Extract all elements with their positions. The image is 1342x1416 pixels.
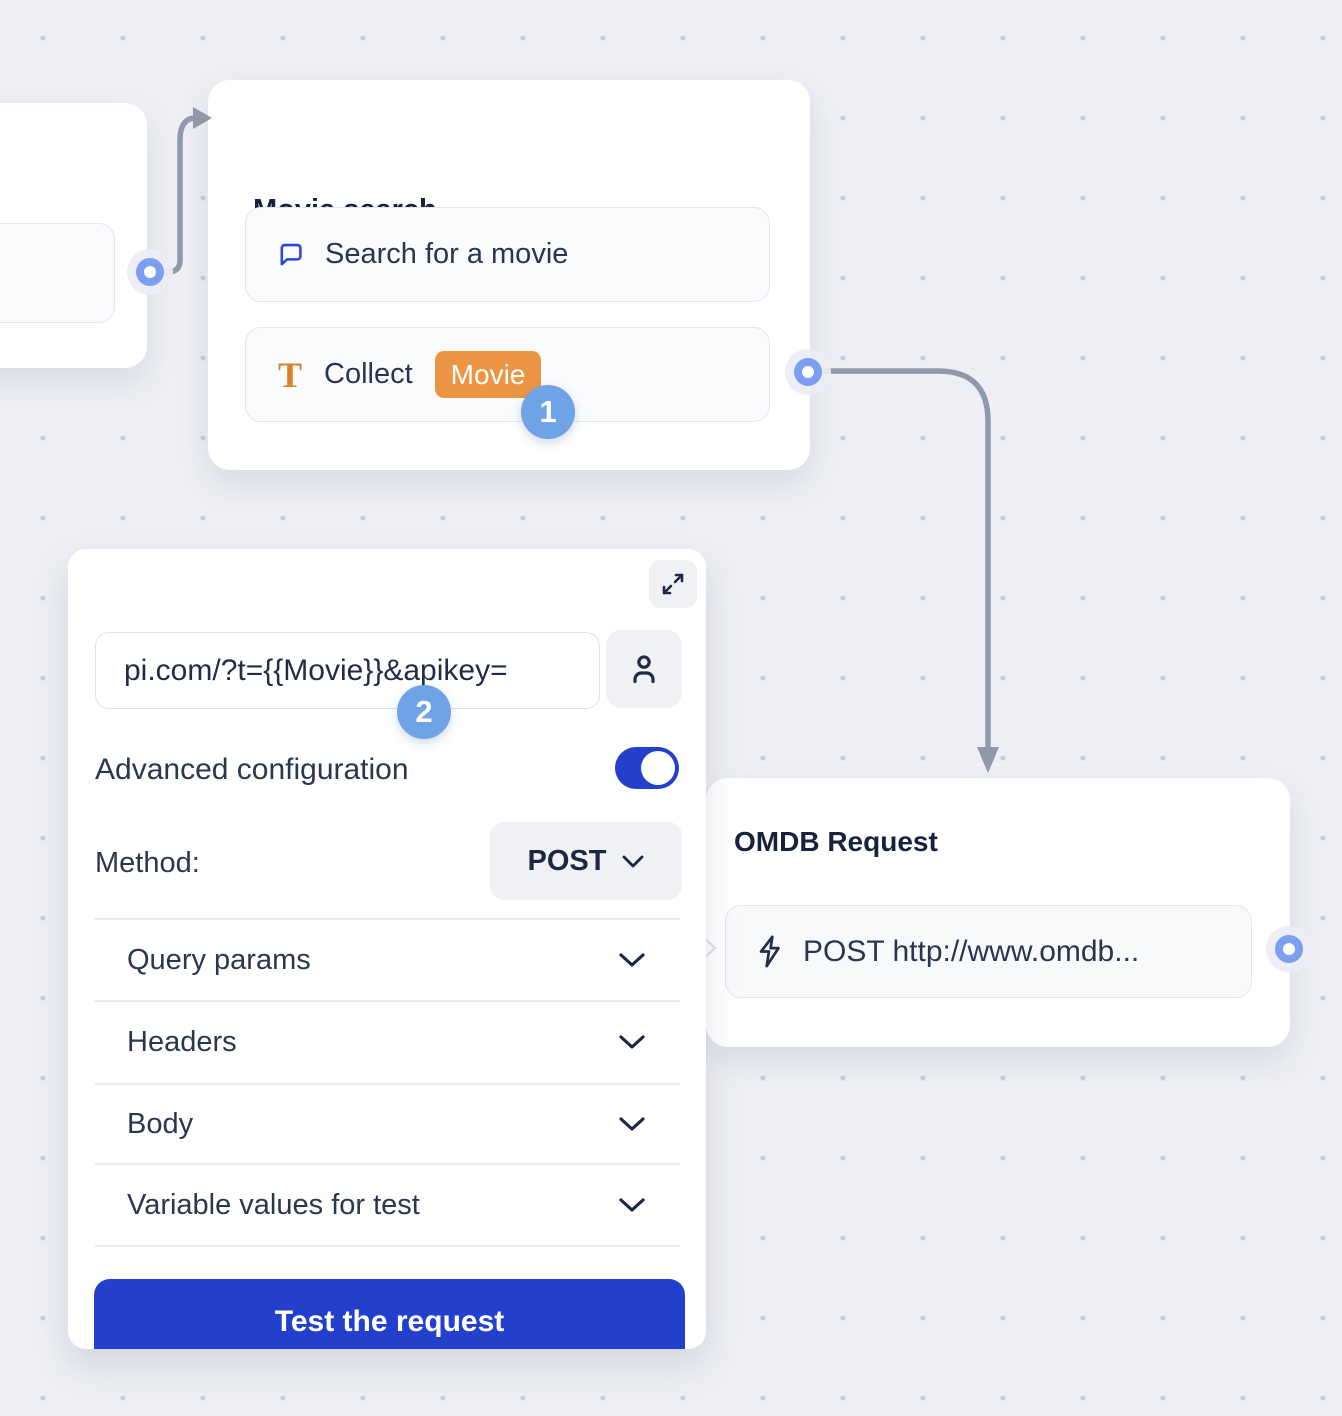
person-icon [627, 651, 661, 687]
question-block[interactable]: Search for a movie [245, 207, 770, 302]
section-body[interactable]: Body [95, 1084, 680, 1164]
method-dropdown[interactable]: POST [490, 822, 682, 900]
webhook-config-panel[interactable]: Advanced configuration Method: POST Quer… [68, 549, 706, 1349]
question-block-label: Search for a movie [325, 238, 569, 270]
collect-block-label: Collect [324, 358, 413, 390]
method-value: POST [527, 844, 607, 877]
advanced-configuration-toggle[interactable] [615, 747, 679, 789]
divider [95, 918, 680, 920]
partial-node-card[interactable] [0, 103, 147, 368]
divider [95, 1000, 680, 1002]
partial-node-item[interactable] [0, 223, 115, 323]
url-input[interactable] [95, 632, 600, 709]
arrowhead-into-omdb [977, 747, 999, 773]
toggle-knob [641, 751, 675, 785]
step-badge-2: 2 [397, 685, 451, 739]
connector-movie-search-to-omdb [819, 368, 991, 751]
variable-insert-button[interactable] [606, 630, 682, 708]
advanced-configuration-label: Advanced configuration [95, 753, 409, 786]
output-port-omdb[interactable] [1275, 935, 1303, 963]
text-collect-icon: T [278, 354, 303, 395]
section-headers[interactable]: Headers [95, 1002, 680, 1082]
chevron-down-icon [622, 855, 644, 868]
chevron-down-icon [619, 1034, 645, 1050]
chevron-down-icon [619, 1197, 645, 1213]
output-port-movie-search[interactable] [794, 358, 822, 386]
divider [95, 1245, 680, 1247]
section-label: Body [127, 1107, 194, 1140]
section-variable-values[interactable]: Variable values for test [95, 1165, 680, 1245]
node-title: OMDB Request [734, 826, 938, 857]
variable-tag-movie[interactable]: Movie [434, 351, 542, 398]
section-label: Headers [127, 1025, 237, 1058]
chevron-down-icon [619, 952, 645, 968]
divider [95, 1083, 680, 1085]
expand-icon [659, 570, 687, 598]
chevron-down-icon [619, 1116, 645, 1132]
section-label: Query params [127, 943, 311, 976]
method-label: Method: [95, 847, 200, 879]
chat-bubble-icon [276, 240, 305, 269]
connector-left-to-movie-search [160, 115, 199, 275]
section-query-params[interactable]: Query params [95, 920, 680, 1000]
collect-block[interactable]: T Collect Movie [245, 327, 770, 422]
webhook-block-label: POST http://www.omdb... [803, 934, 1140, 968]
section-label: Variable values for test [127, 1188, 420, 1221]
output-port-left-node[interactable] [136, 258, 164, 286]
lightning-icon [756, 934, 783, 969]
webhook-block[interactable]: POST http://www.omdb... [725, 905, 1252, 998]
omdb-request-node[interactable]: OMDB Request POST http://www.omdb... [706, 778, 1290, 1047]
movie-search-node[interactable]: Movie search Search for a movie T Collec… [208, 80, 810, 470]
test-request-button[interactable]: Test the request [94, 1279, 685, 1349]
divider [95, 1163, 680, 1165]
step-badge-1: 1 [521, 385, 575, 439]
expand-button[interactable] [649, 560, 697, 608]
